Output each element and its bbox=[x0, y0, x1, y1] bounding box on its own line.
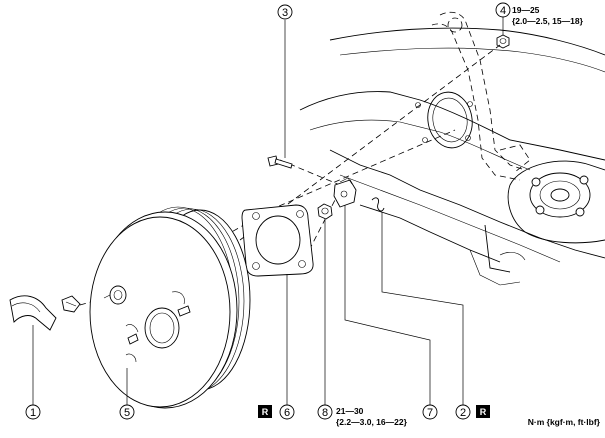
torque-4-line2: {2.0—2.5, 15—18} bbox=[512, 16, 584, 26]
callout-8-number: 8 bbox=[322, 407, 328, 419]
callout-2: 2 bbox=[455, 404, 471, 420]
callout-8: 8 bbox=[317, 404, 333, 420]
leader-lines bbox=[32, 17, 504, 405]
callout-7-number: 7 bbox=[427, 407, 433, 419]
part-8-nut bbox=[317, 203, 333, 220]
callout-5: 5 bbox=[119, 404, 135, 420]
part-1-vacuum-hose bbox=[9, 295, 81, 331]
callout-3: 3 bbox=[277, 4, 293, 20]
torque-spec-part-4: 19—25 {2.0—2.5, 15—18} bbox=[512, 5, 584, 26]
callout-7: 7 bbox=[422, 404, 438, 420]
callout-5-number: 5 bbox=[124, 407, 130, 419]
callout-6-number: 6 bbox=[284, 407, 290, 419]
replace-mark-part-6: R bbox=[258, 405, 272, 418]
part-2-snap-pin bbox=[371, 197, 385, 212]
part-5-brake-booster bbox=[89, 206, 251, 409]
callout-6: 6 bbox=[279, 404, 295, 420]
callout-1-number: 1 bbox=[30, 407, 36, 419]
callout-2-number: 2 bbox=[460, 407, 466, 419]
torque-units: N·m {kgf·m, ft·lbf} bbox=[528, 417, 601, 427]
dash-panel-body bbox=[299, 27, 605, 286]
torque-8-line1: 21—30 bbox=[336, 406, 364, 416]
callout-4-number: 4 bbox=[500, 5, 506, 17]
callout-1: 1 bbox=[25, 404, 41, 420]
torque-4-line1: 19—25 bbox=[512, 5, 540, 15]
torque-spec-part-8: 21—30 {2.2—3.0, 16—22} bbox=[336, 406, 408, 427]
replace-mark-label: R bbox=[262, 407, 269, 417]
callout-3-number: 3 bbox=[282, 7, 288, 19]
torque-8-line2: {2.2—3.0, 16—22} bbox=[336, 417, 408, 427]
replace-mark-label: R bbox=[480, 407, 487, 417]
part-3-stud-bolt bbox=[267, 155, 293, 169]
part-6-gasket bbox=[241, 204, 314, 277]
part-7-clevis bbox=[333, 177, 357, 208]
brake-pedal-dashed bbox=[431, 11, 531, 181]
replace-mark-part-2: R bbox=[476, 405, 490, 418]
strut-tower bbox=[507, 160, 605, 244]
callout-4: 4 bbox=[495, 2, 511, 18]
